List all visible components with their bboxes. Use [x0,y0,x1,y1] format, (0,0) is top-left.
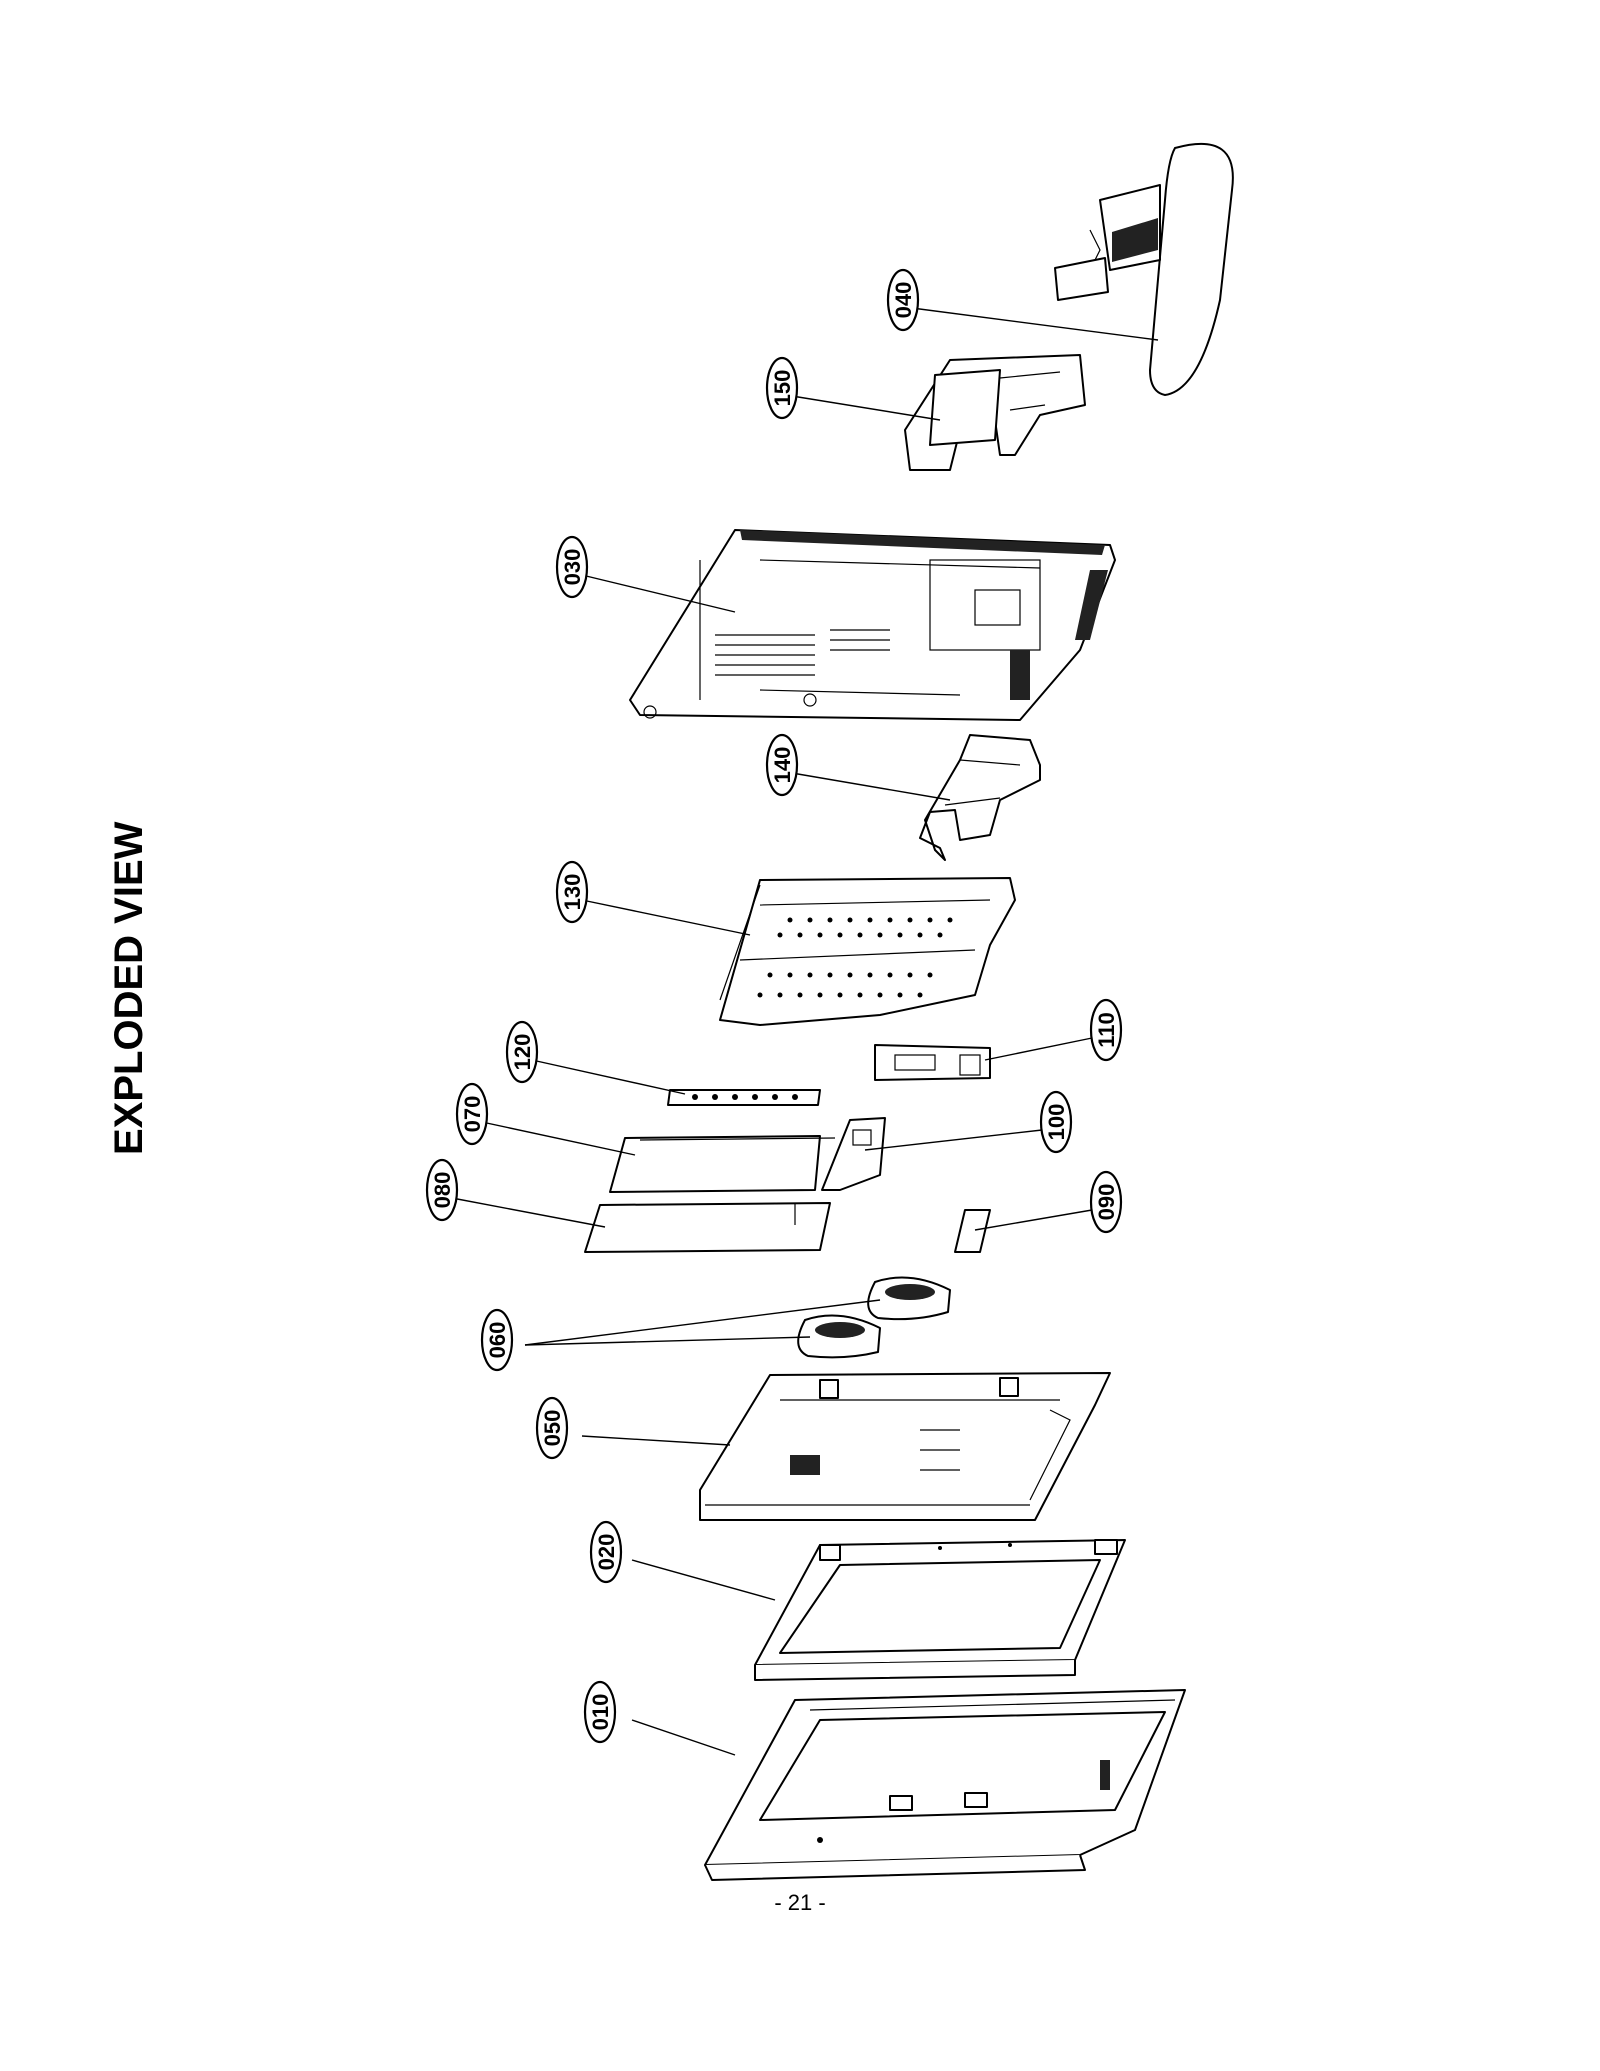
callout-070: 070 [455,1082,489,1146]
callout-label-030: 030 [560,549,585,586]
part-140-bracket [919,734,1041,861]
callout-020: 020 [589,1520,623,1584]
callout-label-050: 050 [540,1410,565,1447]
callout-label-140: 140 [770,747,795,784]
part-060-speakers [797,1276,951,1359]
callout-040: 040 [886,268,920,332]
callout-150: 150 [765,356,799,420]
callout-010: 010 [583,1680,617,1744]
callout-030: 030 [555,535,589,599]
part-120-strip [667,1089,821,1106]
callout-label-040: 040 [891,282,916,319]
leader-lines [451,307,1159,1756]
callout-100: 100 [1039,1090,1073,1154]
callout-label-060: 060 [485,1322,510,1359]
part-100-board [821,1117,886,1191]
part-020-lcd-panel [754,1539,1126,1681]
part-010-front-bezel [704,1689,1186,1881]
callout-label-100: 100 [1044,1104,1069,1141]
part-090-plate [954,1209,991,1253]
part-070-pcb [609,1135,836,1193]
callout-label-150: 150 [770,370,795,407]
callout-080: 080 [425,1158,459,1222]
callout-060: 060 [480,1308,514,1372]
callout-label-070: 070 [460,1096,485,1133]
part-050-chassis [699,1372,1111,1521]
part-130-shield-cover [719,877,1016,1026]
part-030-back-cover [629,529,1116,721]
callout-label-130: 130 [560,874,585,911]
part-080-pcb [584,1202,831,1253]
callout-090: 090 [1089,1170,1123,1234]
callout-label-010: 010 [588,1694,613,1731]
callout-050: 050 [535,1396,569,1460]
callout-label-080: 080 [430,1172,455,1209]
callout-110: 110 [1089,998,1123,1062]
callout-label-020: 020 [594,1534,619,1571]
callout-140: 140 [765,733,799,797]
part-040-stand [1054,142,1234,396]
part-110-module [874,1044,991,1081]
callout-label-090: 090 [1094,1184,1119,1221]
callout-120: 120 [505,1020,539,1084]
page-number: - 21 - [774,1890,826,1915]
part-150-hinge-bracket [904,354,1086,471]
callout-label-110: 110 [1094,1012,1119,1048]
callout-130: 130 [555,860,589,924]
page-title: EXPLODED VIEW [107,821,151,1155]
callout-label-120: 120 [510,1034,535,1071]
